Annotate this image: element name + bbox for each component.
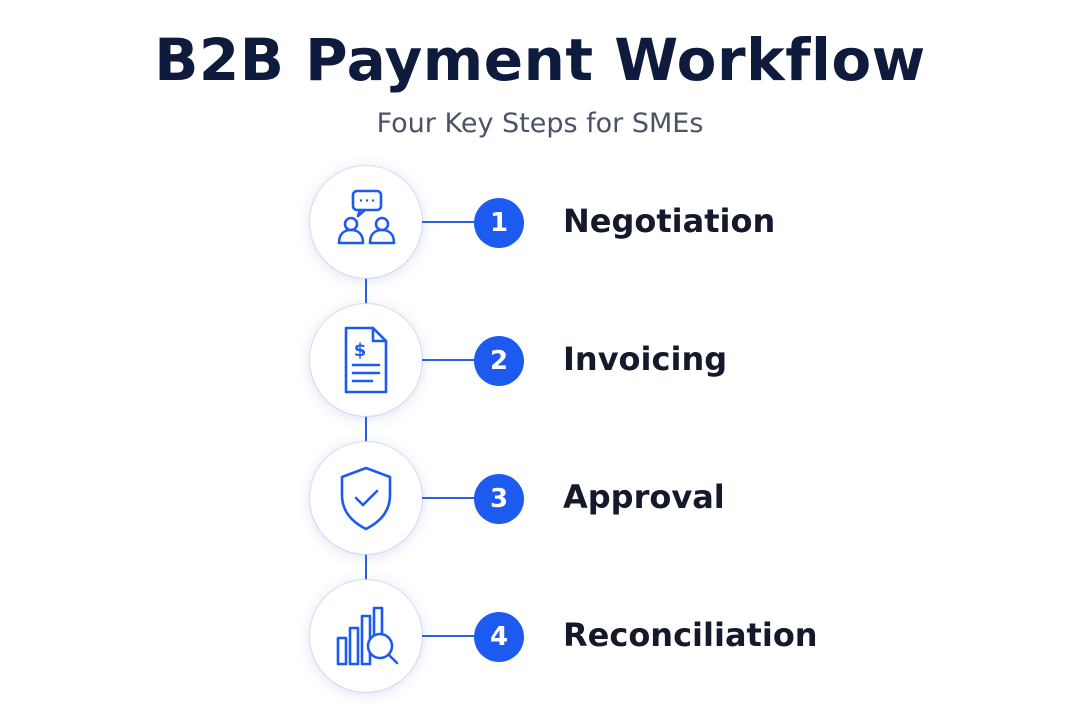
bar-chart-magnifier-icon [336, 606, 399, 666]
step-approval: 3 Approval [0, 442, 1080, 554]
step-icon-circle: $ [310, 304, 422, 416]
step-reconciliation: 4 Reconciliation [0, 580, 1080, 692]
step-label: Approval [563, 478, 725, 516]
step-connector [422, 221, 480, 223]
step-number-badge: 3 [474, 474, 524, 524]
step-number-badge: 1 [474, 198, 524, 248]
timeline-spine [365, 222, 367, 636]
step-number-badge: 2 [474, 336, 524, 386]
step-label: Invoicing [563, 340, 728, 378]
step-connector [422, 359, 480, 361]
step-connector [422, 635, 480, 637]
page-subtitle: Four Key Steps for SMEs [376, 108, 704, 139]
step-negotiation: 1 Negotiation [0, 166, 1080, 278]
page-title: B2B Payment Workflow [154, 26, 926, 94]
negotiation-chat-people-icon [337, 189, 396, 245]
step-label: Reconciliation [563, 616, 818, 654]
invoice-document-icon: $ [344, 326, 388, 394]
step-number-badge: 4 [474, 612, 524, 662]
step-invoicing: $ 2 Invoicing [0, 304, 1080, 416]
step-icon-circle [310, 580, 422, 692]
svg-text:$: $ [354, 340, 367, 361]
shield-check-icon [340, 466, 392, 531]
step-label: Negotiation [563, 202, 776, 240]
step-icon-circle [310, 442, 422, 554]
step-icon-circle [310, 166, 422, 278]
step-connector [422, 497, 480, 499]
